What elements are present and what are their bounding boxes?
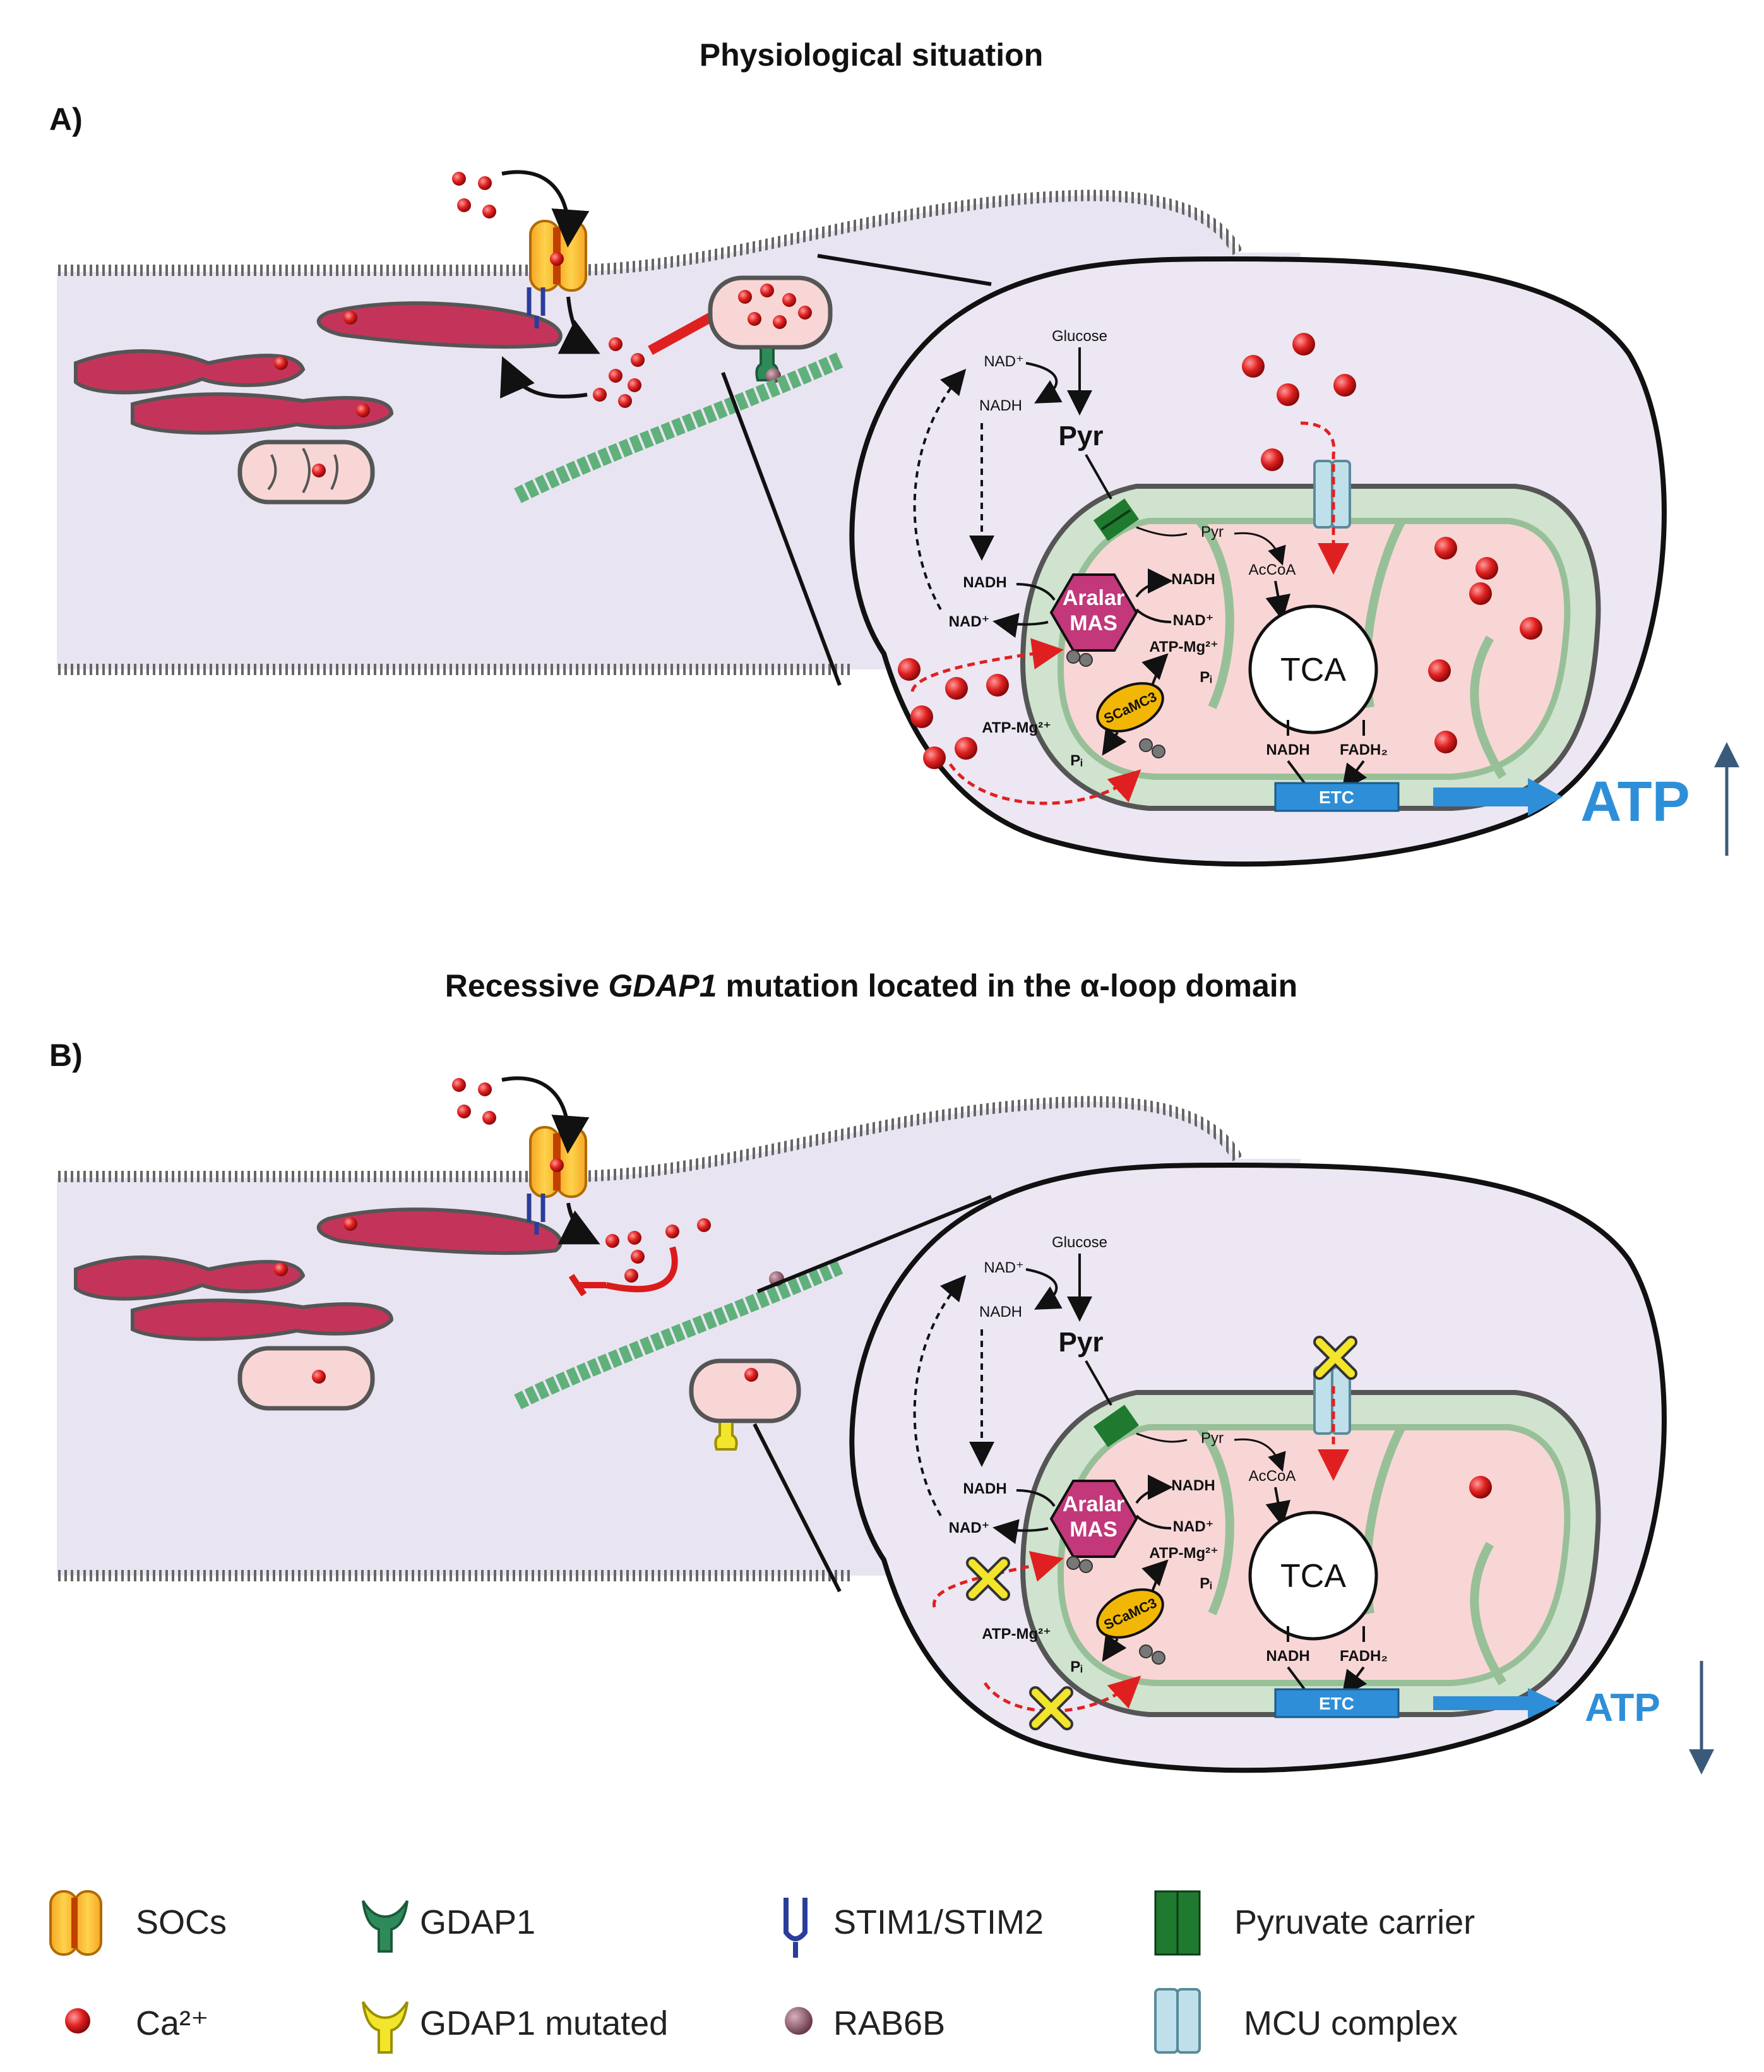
atp-label: ATP bbox=[1580, 770, 1690, 834]
fadh2-label: FADH₂ bbox=[1340, 741, 1388, 758]
calcium-ion bbox=[550, 252, 564, 266]
atp-mg-cyto-label-b: ATP-Mg²⁺ bbox=[982, 1626, 1051, 1643]
atp-label-b: ATP bbox=[1585, 1686, 1660, 1730]
nadh-matrix-label: NADH bbox=[1266, 741, 1309, 758]
legend-stim-label: STIM1/STIM2 bbox=[833, 1903, 1044, 1941]
acetyl-coa-label: AcCoA bbox=[1249, 561, 1296, 578]
socs-icon bbox=[49, 1890, 102, 1956]
pyr-small-label-b: Pyr bbox=[1201, 1430, 1224, 1447]
inset-calcium bbox=[898, 333, 1542, 769]
nad-mito-label-b: NAD⁺ bbox=[1173, 1518, 1214, 1535]
nadh-cyto-label: NADH bbox=[963, 574, 1006, 591]
nadh-mito-label-b: NADH bbox=[1171, 1477, 1215, 1494]
pyruvate-carrier bbox=[1093, 498, 1140, 541]
pi-mito-label: Pᵢ bbox=[1200, 669, 1212, 686]
pyruvate-carrier-icon bbox=[1154, 1890, 1201, 1956]
nadh-matrix-label-b: NADH bbox=[1266, 1648, 1309, 1665]
etc-label-b: ETC bbox=[1319, 1694, 1354, 1713]
legend-calcium-label: Ca²⁺ bbox=[136, 2004, 209, 2042]
tca-label: TCA bbox=[1280, 652, 1346, 688]
nad-cyto-label-b: NAD⁺ bbox=[949, 1519, 990, 1536]
calcium-ion bbox=[274, 356, 288, 370]
calcium-ion bbox=[356, 404, 370, 417]
stim-protein bbox=[527, 287, 545, 328]
legend: SOCs GDAP1 STIM1/STIM2 Pyruvate carrier … bbox=[49, 1890, 1475, 2054]
pi-mito-label-b: Pᵢ bbox=[1200, 1575, 1212, 1592]
endoplasmic-reticulum bbox=[74, 301, 563, 435]
mas-label: MAS bbox=[1070, 611, 1117, 635]
nad-mito-label: NAD⁺ bbox=[1173, 612, 1214, 629]
mas-label-b: MAS bbox=[1070, 1518, 1117, 1542]
calcium-entry-arrow bbox=[501, 170, 590, 248]
mcu-complex-icon bbox=[1154, 1988, 1201, 2054]
aralar-calcium-flow bbox=[910, 638, 1064, 692]
panel-a-title: Physiological situation bbox=[700, 37, 1044, 73]
legend-socs-label: SOCs bbox=[136, 1903, 227, 1941]
nad-plus-label-b: NAD⁺ bbox=[984, 1259, 1023, 1276]
legend-pyruvate-carrier-label: Pyruvate carrier bbox=[1234, 1903, 1475, 1941]
atp-mg-cyto-label: ATP-Mg²⁺ bbox=[982, 719, 1051, 736]
panel-b: Recessive GDAP1 mutation located in the … bbox=[49, 968, 1714, 1775]
etc-box bbox=[1274, 782, 1400, 812]
etc-label: ETC bbox=[1319, 787, 1354, 807]
legend-rab6b-label: RAB6B bbox=[833, 2004, 945, 2042]
nad-cyto-label: NAD⁺ bbox=[949, 613, 990, 630]
microtubule bbox=[514, 352, 843, 503]
zoom-line bbox=[817, 254, 992, 286]
aralar-transporter bbox=[1049, 573, 1138, 652]
glucose-label: Glucose bbox=[1052, 328, 1107, 345]
cytosolic-calcium bbox=[593, 337, 645, 408]
aralar-label-b: Aralar bbox=[1063, 1492, 1124, 1516]
pyr-small-label: Pyr bbox=[1201, 524, 1224, 541]
scamc3-transporter bbox=[1096, 682, 1164, 733]
glucose-label-b: Glucose bbox=[1052, 1234, 1107, 1251]
extracellular-calcium bbox=[452, 172, 496, 219]
legend-gdap1-mutated-label: GDAP1 mutated bbox=[420, 2004, 668, 2042]
nadh-mito-label: NADH bbox=[1171, 571, 1215, 588]
zoom-line bbox=[721, 371, 842, 686]
nad-plus-label: NAD⁺ bbox=[984, 353, 1023, 370]
tca-label-b: TCA bbox=[1280, 1558, 1346, 1595]
nadh-label-b: NADH bbox=[979, 1303, 1022, 1320]
stim-icon bbox=[784, 1898, 808, 1958]
pi-cyto-label: Pᵢ bbox=[1070, 752, 1082, 769]
fadh2-label-b: FADH₂ bbox=[1340, 1648, 1388, 1665]
calcium-ion bbox=[343, 311, 357, 325]
legend-mcu-label: MCU complex bbox=[1244, 2004, 1458, 2042]
aralar-label: Aralar bbox=[1063, 586, 1124, 610]
pyruvate-label-b: Pyr bbox=[1059, 1327, 1104, 1358]
gdap1-icon bbox=[362, 1900, 408, 1953]
calcium-entry-arrow bbox=[557, 296, 600, 354]
panel-a-letter: A) bbox=[49, 102, 83, 137]
mcu-calcium-flow bbox=[1300, 421, 1349, 575]
tca-cycle bbox=[1248, 604, 1378, 734]
calcium-uptake-arrow bbox=[648, 311, 716, 356]
er-refill-arrow bbox=[500, 356, 588, 399]
nadh-label: NADH bbox=[979, 397, 1022, 414]
panel-b-title: Recessive GDAP1 mutation located in the … bbox=[445, 968, 1297, 1003]
acetyl-coa-label-b: AcCoA bbox=[1249, 1468, 1296, 1485]
pi-cyto-label-b: Pᵢ bbox=[1070, 1658, 1082, 1675]
legend-gdap1-label: GDAP1 bbox=[420, 1903, 535, 1941]
atp-mg-mito-label-b: ATP-Mg²⁺ bbox=[1149, 1545, 1219, 1562]
gdap1-mutated-icon bbox=[362, 2001, 408, 2054]
panel-a: Physiological situation A) bbox=[49, 37, 1739, 867]
panel-b-letter: B) bbox=[49, 1038, 83, 1073]
pyruvate-label: Pyr bbox=[1059, 421, 1104, 452]
atp-mg-mito-label: ATP-Mg²⁺ bbox=[1149, 638, 1219, 656]
scamc3-calcium-flow bbox=[948, 763, 1141, 805]
rab6b-icon bbox=[785, 2007, 813, 2035]
mitochondrion-calcium-loaded bbox=[708, 275, 833, 350]
calcium-icon bbox=[65, 2008, 90, 2033]
mitochondrion-small bbox=[237, 440, 375, 505]
nadh-cyto-label-b: NADH bbox=[963, 1480, 1006, 1497]
